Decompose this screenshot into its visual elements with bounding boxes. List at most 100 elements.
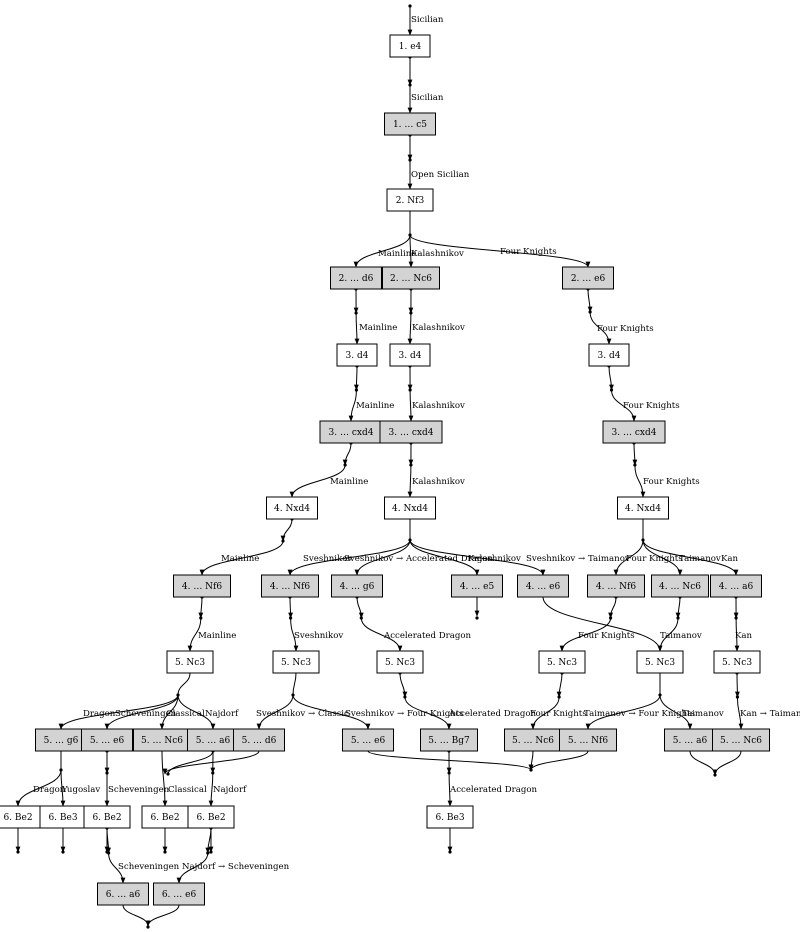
edge-label: Four Knights [578, 631, 635, 641]
move-node: 5. … Nc6 [133, 728, 191, 752]
edge-label: Kan → Taimanov [740, 709, 800, 719]
move-label: 6. Be2 [3, 813, 32, 823]
white-move-box [384, 496, 436, 520]
move-node: 3. … cxd4 [602, 420, 666, 444]
move-label: 5. Nc3 [547, 658, 577, 668]
edge-arrow [198, 596, 204, 619]
edge-arrow [15, 769, 62, 807]
edge-arrow [348, 389, 357, 422]
edge-label: Kan [721, 554, 739, 564]
move-node: 6. Be2 [187, 805, 235, 829]
move-label: 4. … g6 [340, 582, 375, 592]
black-move-box [342, 728, 394, 752]
move-node: 4. … a6 [710, 574, 762, 598]
move-label: 5. … e6 [90, 736, 125, 746]
edge-arrow [659, 694, 693, 730]
edge-label: Sveshnikov → Taimanov [526, 554, 630, 564]
move-label: 5. … Nc6 [141, 736, 183, 746]
move-node: 5. Nc3 [713, 650, 761, 674]
edge-label: Kalashnikov [412, 323, 465, 333]
move-node: 2. … Nc6 [382, 266, 440, 290]
move-label: 1. e4 [399, 42, 422, 52]
edge-arrow [587, 288, 593, 313]
edge-arrow [407, 464, 413, 498]
move-node: 3. d4 [389, 343, 431, 367]
edge-arrow [290, 617, 299, 652]
edge-arrow [608, 365, 614, 391]
black-move-box [712, 728, 770, 752]
move-node: 6. Be3 [426, 805, 474, 829]
edge-arrow [734, 617, 740, 652]
move-label: 6. Be3 [48, 813, 77, 823]
move-node: 5. … Nc6 [712, 728, 770, 752]
edge-label: Sicilian [411, 15, 444, 25]
edge-arrow [608, 596, 617, 619]
move-node: 6. … a6 [97, 882, 149, 906]
edge-label: Taimanov [682, 709, 724, 719]
move-node: 5. … a6 [187, 728, 239, 752]
white-move-box [386, 188, 434, 212]
edge-arrow [292, 672, 297, 696]
edge-label: Sveshnikov → Accelerated Dragon [344, 554, 494, 564]
move-node: 4. … e5 [451, 574, 503, 598]
edge-arrow [409, 539, 546, 576]
edge-arrow [208, 772, 214, 807]
black-move-box [451, 574, 503, 598]
move-label: 2. Nf3 [396, 196, 425, 206]
edge-label: Open Sicilian [411, 170, 470, 180]
edge-label: Sveshnikov [294, 631, 343, 641]
edge-arrow [736, 696, 744, 730]
move-node: 5. Nc3 [636, 650, 684, 674]
black-move-box [379, 420, 443, 444]
move-label: 5. … a6 [196, 736, 231, 746]
move-node: 6. Be3 [39, 805, 87, 829]
edge-label: Mainline [198, 631, 236, 641]
move-label: 6. … e6 [162, 890, 197, 900]
move-label: 6. Be2 [92, 813, 121, 823]
edge-arrow [354, 312, 360, 345]
edge-label: Mainline [221, 554, 259, 564]
edge-arrow [408, 389, 414, 422]
move-label: 6. Be3 [435, 813, 464, 823]
move-node: 6. Be2 [141, 805, 189, 829]
edge-arrow [542, 596, 663, 652]
edge-label: Taimanov [660, 631, 702, 641]
black-move-box [562, 266, 614, 290]
edge-label: Yugoslav [61, 785, 100, 795]
move-node: 5. Nc3 [538, 650, 586, 674]
edge-arrow [585, 694, 661, 730]
edge-label: Mainline [378, 249, 416, 259]
junction-dot [163, 850, 167, 854]
edge-arrow [556, 672, 563, 698]
move-label: 5. … e6 [351, 736, 386, 746]
move-label: 5. Nc3 [175, 658, 205, 668]
edge-arrow [167, 750, 214, 775]
move-node: 4. … Nf6 [173, 574, 231, 598]
black-move-box [602, 420, 666, 444]
edge-arrow [199, 540, 284, 576]
move-label: 4. … Nc6 [659, 582, 701, 592]
black-move-box [651, 574, 709, 598]
move-node: 5. … e6 [81, 728, 133, 752]
edge-label: Kan [735, 631, 753, 641]
white-move-box [713, 650, 761, 674]
move-node: 4. Nxd4 [266, 496, 318, 520]
edge-arrow [634, 464, 646, 498]
edge-arrow [108, 852, 126, 884]
edge-arrow [205, 827, 212, 854]
move-node: 1. e4 [389, 34, 431, 58]
edge-arrow [530, 696, 560, 730]
edge-label: Accelerated Dragon [448, 709, 537, 719]
move-node: 5. … Nc6 [504, 728, 562, 752]
junction-dot [448, 850, 452, 854]
move-label: 5. Nc3 [722, 658, 752, 668]
move-node: 4. … g6 [331, 574, 383, 598]
edge-label: Mainline [356, 401, 394, 411]
black-move-box [261, 574, 319, 598]
white-move-box [389, 343, 431, 367]
white-move-box [336, 343, 378, 367]
white-move-box [389, 34, 431, 58]
edge-arrow [256, 694, 294, 730]
move-node: 6. … e6 [153, 882, 205, 906]
